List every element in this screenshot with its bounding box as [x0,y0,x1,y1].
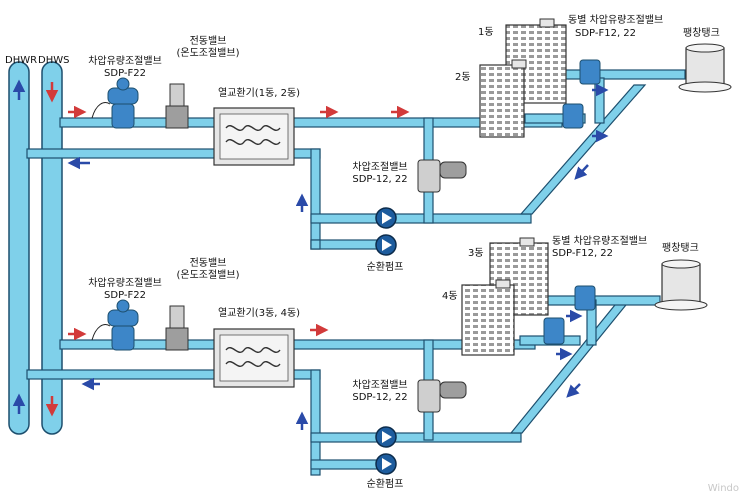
dhws-label: DHWS [38,55,70,66]
upper-motor-valve [165,83,189,129]
lower-motor-valve-title: 전동밸브 [189,258,227,269]
upper-pump-label: 순환펌프 [366,262,404,273]
upper-diff-valve-title: 차압조절밸브 [352,162,408,173]
upper-diff-valve-model: SDP-12, 22 [352,174,408,185]
lower-diff-flow-valve-title: 차압유량조절밸브 [88,278,162,289]
upper-building-1-label: 1동 [478,27,494,38]
lower-diff-flow-valve [91,299,139,351]
dhwr-riser [8,61,30,435]
upper-motor-valve-title: 전동밸브 [189,36,227,47]
lower-building-3-label: 3동 [468,248,484,259]
lower-pump-label: 순환펌프 [366,479,404,490]
lower-circulation-pump-1 [375,426,397,448]
lower-building-valve-4 [543,317,565,345]
lower-diff-flow-valve-model: SDP-F22 [104,290,146,301]
upper-per-building-valve-model: SDP-F12, 22 [575,28,637,39]
lower-heat-exchanger-label: 열교환기(3동, 4동) [218,308,301,319]
upper-motor-valve-sub: (온도조절밸브) [176,48,240,59]
upper-diff-flow-valve-model: SDP-F22 [104,68,146,79]
lower-building-4-label: 4동 [442,291,458,302]
dhwr-label: DHWR [5,55,38,66]
lower-expansion-tank [654,259,708,311]
upper-building-2-label: 2동 [455,72,471,83]
upper-heat-exchanger [213,107,295,166]
upper-diff-valve [417,159,467,193]
upper-building-2 [479,59,527,138]
upper-diff-flow-valve-title: 차압유량조절밸브 [88,56,162,67]
lower-heat-exchanger [213,328,295,388]
upper-circulation-pump-2 [375,234,397,256]
lower-flow-arrows [68,309,583,430]
upper-per-building-valve-title: 동별 차압유량조절밸브 [568,15,664,26]
upper-building-valve-2 [562,103,584,129]
lower-building-4 [461,279,515,356]
lower-per-building-valve-model: SDP-F12, 22 [552,248,614,259]
lower-per-building-valve-title: 동별 차압유량조절밸브 [552,236,648,247]
lower-diff-valve-model: SDP-12, 22 [352,392,408,403]
upper-expansion-tank [678,43,732,93]
lower-motor-valve [165,305,189,351]
upper-circulation-pump-1 [375,207,397,229]
upper-flow-arrows [67,83,609,212]
watermark: Windo [707,483,739,494]
lower-system [26,295,661,476]
lower-motor-valve-sub: (온도조절밸브) [176,270,240,281]
lower-circulation-pump-2 [375,453,397,475]
upper-heat-exchanger-label: 열교환기(1동, 2동) [218,88,301,99]
upper-building-valve-1 [579,59,601,85]
lower-expansion-tank-label: 팽창탱크 [662,243,699,254]
lower-diff-valve-title: 차압조절밸브 [352,380,408,391]
lower-building-valve-3 [574,285,596,311]
lower-diff-valve [417,379,467,413]
riser-flow-arrows [12,79,59,417]
upper-expansion-tank-label: 팽창탱크 [683,28,720,39]
upper-diff-flow-valve [91,77,139,129]
